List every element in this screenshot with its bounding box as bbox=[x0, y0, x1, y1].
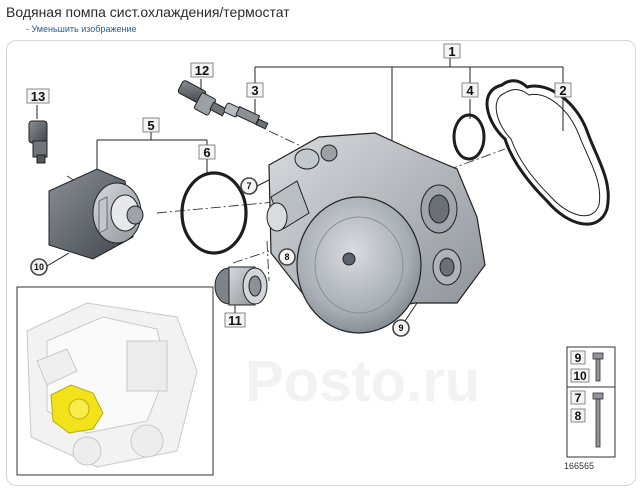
callout-label-10: 10 bbox=[34, 262, 44, 272]
shrink-image-link[interactable]: - Уменьшить изображение bbox=[26, 24, 137, 34]
watermark-text: Posto.ru bbox=[245, 349, 480, 414]
callout-label-7: 7 bbox=[246, 181, 251, 191]
legend-label-8: 8 bbox=[575, 409, 582, 423]
callout-label-2: 2 bbox=[559, 83, 566, 98]
legend-label-7: 7 bbox=[575, 391, 582, 405]
callout-label-6: 6 bbox=[203, 145, 210, 160]
parts-diagram[interactable]: Posto.ru bbox=[6, 40, 636, 486]
callout-label-11: 11 bbox=[228, 313, 242, 328]
temperature-sensor-part[interactable] bbox=[177, 80, 227, 117]
thermostat-sensor-part[interactable] bbox=[28, 120, 48, 164]
diagram-id: 166565 bbox=[564, 461, 594, 471]
page-title: Водяная помпа сист.охлаждения/термостат bbox=[6, 4, 290, 20]
legend-label-10: 10 bbox=[573, 369, 587, 383]
gasket-ring-inner bbox=[495, 89, 601, 217]
legend-label-9: 9 bbox=[575, 351, 582, 365]
diagram-canvas: Posto.ru bbox=[16, 43, 616, 476]
callout-box-1 bbox=[443, 43, 461, 59]
callout-label-8: 8 bbox=[284, 252, 289, 262]
callout-label-4: 4 bbox=[466, 83, 474, 98]
o-ring-small[interactable] bbox=[452, 113, 486, 161]
engine-location-inset[interactable] bbox=[16, 286, 214, 476]
water-pump-part[interactable] bbox=[266, 132, 486, 334]
thermostat-housing-part[interactable] bbox=[48, 168, 144, 260]
seal-ring[interactable] bbox=[180, 171, 248, 255]
callout-label-5: 5 bbox=[147, 118, 154, 133]
callout-label-13: 13 bbox=[31, 89, 45, 104]
callout-label-3: 3 bbox=[251, 83, 258, 98]
callout-label-1: 1 bbox=[448, 44, 455, 59]
callout-label-12: 12 bbox=[195, 63, 209, 78]
callout-label-9: 9 bbox=[398, 323, 403, 333]
coolant-flange-part[interactable] bbox=[214, 266, 268, 306]
coolant-sensor-part[interactable] bbox=[223, 102, 269, 130]
gasket-ring[interactable] bbox=[485, 79, 610, 226]
